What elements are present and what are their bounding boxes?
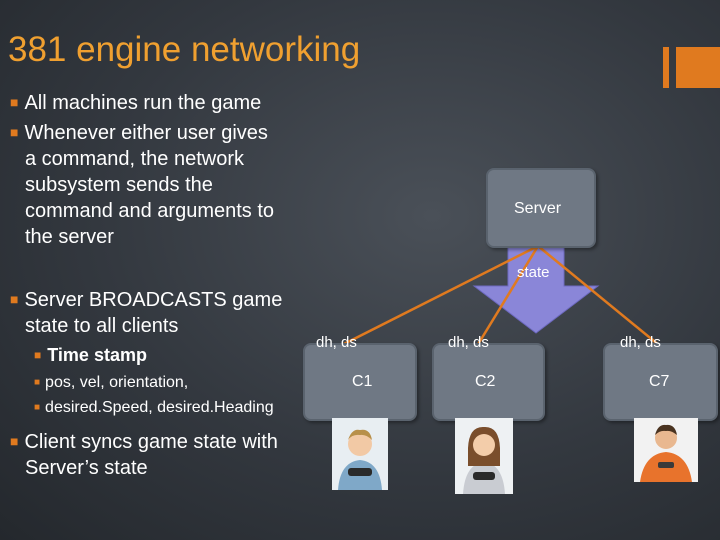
client-box-c1: C1 [303,343,417,421]
dh-ds-label-c7: dh, ds [620,334,661,351]
player-photo-boy [332,418,388,490]
line-server-c1 [339,244,539,348]
bullet-broadcast: ■Server BROADCASTS game state to all cli… [10,289,283,337]
client-box-c2: C2 [432,343,545,421]
bullet-command: ■Whenever either user gives a command, t… [10,122,275,248]
state-arrow [472,245,600,334]
sub-bullet-timestamp: ■Time stamp [34,345,147,365]
bullet-marker-icon: ■ [10,291,19,307]
accent-bar [663,47,669,88]
bullet-marker-icon: ■ [10,124,19,140]
bullet-marker-icon: ■ [10,433,19,449]
server-box: Server [486,168,596,248]
bullet-client-sync: ■Client syncs game state with Server’s s… [10,431,278,479]
sub-bullet-pos: ■pos, vel, orientation, [34,374,189,391]
bullet-marker-icon: ■ [34,402,41,413]
bullet-marker-icon: ■ [34,348,42,362]
dh-ds-label-c1: dh, ds [316,334,357,351]
player-photo-girl [455,418,513,494]
dh-ds-label-c2: dh, ds [448,334,489,351]
bullet-all-machines: ■All machines run the game [10,92,262,114]
slide-title: 381 engine networking [8,30,361,69]
player-photo-boy-orange [634,418,698,482]
line-server-c7 [537,245,661,347]
sub-bullet-desired: ■desired.Speed, desired.Heading [34,399,274,416]
accent-block [676,47,720,88]
line-server-c2 [475,245,540,347]
state-label: state [517,264,550,281]
bullet-marker-icon: ■ [10,94,19,110]
bullet-marker-icon: ■ [34,377,41,388]
client-box-c7: C7 [603,343,718,421]
